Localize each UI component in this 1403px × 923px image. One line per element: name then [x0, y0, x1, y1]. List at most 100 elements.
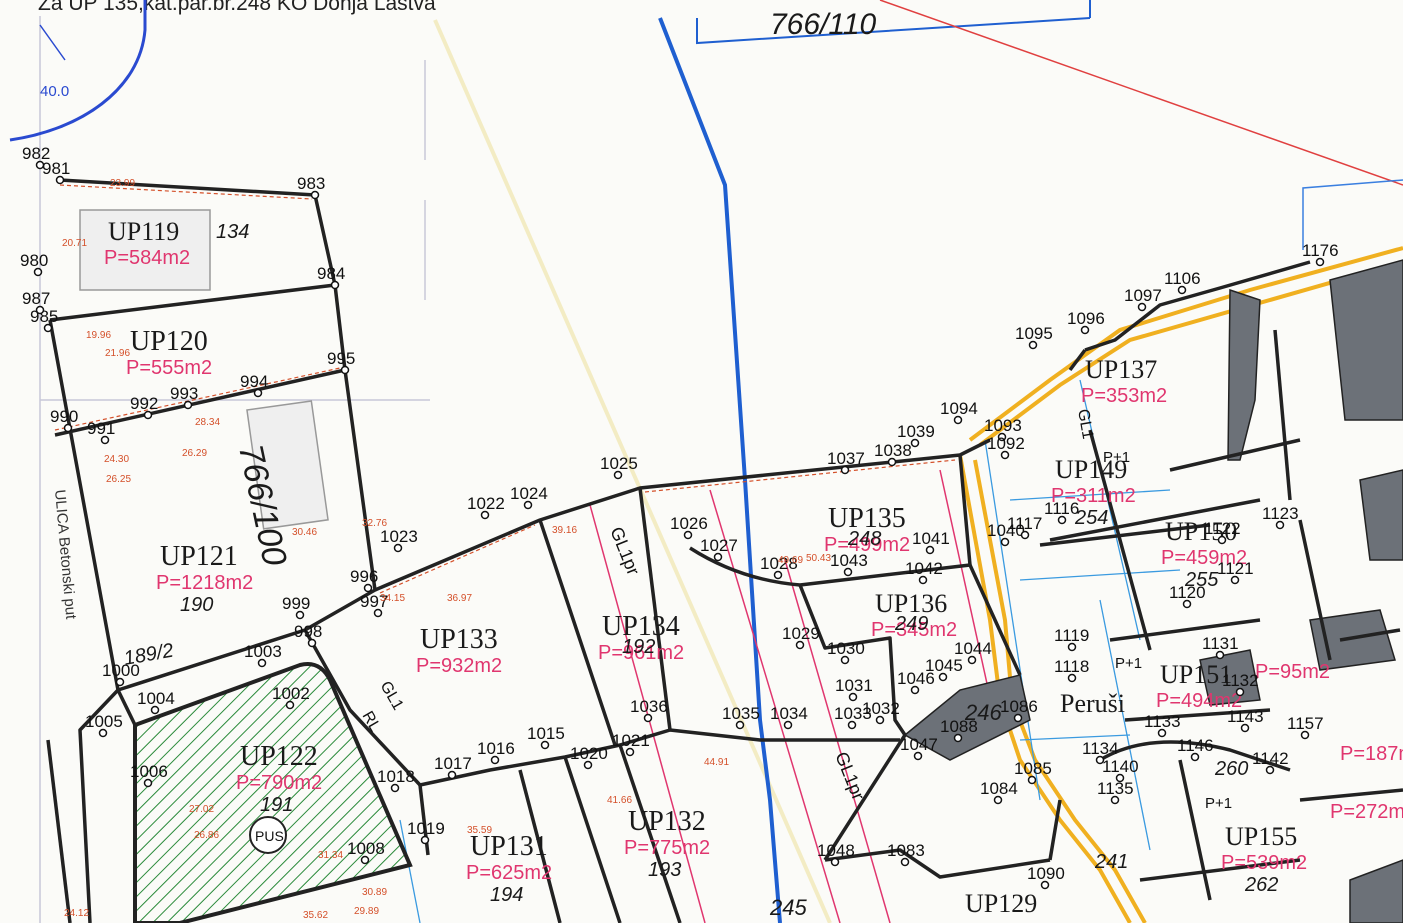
survey-point-995[interactable]: 995	[327, 349, 355, 375]
survey-point-1024[interactable]: 1024	[510, 484, 548, 510]
survey-point-1133[interactable]: 1133	[1144, 712, 1181, 738]
survey-point-1090[interactable]: 1090	[1027, 864, 1065, 890]
survey-point-1002[interactable]: 1002	[272, 684, 310, 710]
survey-point-1005[interactable]: 1005	[85, 712, 123, 738]
survey-point-1120[interactable]: 1120	[1169, 583, 1206, 609]
survey-point-1027[interactable]: 1027	[700, 536, 738, 562]
survey-point-1121[interactable]: 1121	[1217, 559, 1254, 585]
survey-point-1086[interactable]: 1086	[1000, 697, 1038, 723]
survey-point-1140[interactable]: 1140	[1102, 757, 1139, 783]
survey-point-1142[interactable]: 1142	[1252, 749, 1289, 775]
survey-point-1119[interactable]: 1119	[1054, 626, 1089, 652]
survey-point-1040[interactable]: 1040	[987, 521, 1025, 547]
survey-point-994[interactable]: 994	[240, 372, 268, 398]
survey-point-1046[interactable]: 1046	[897, 669, 935, 695]
survey-point-1019[interactable]: 1019	[407, 819, 445, 845]
survey-point-1023[interactable]: 1023	[380, 527, 418, 553]
survey-point-1028[interactable]: 1028	[760, 554, 798, 580]
survey-point-993[interactable]: 993	[170, 384, 198, 410]
survey-point-1132[interactable]: 1132	[1222, 671, 1259, 697]
survey-point-996[interactable]: 996	[350, 567, 378, 593]
survey-point-1041[interactable]: 1041	[912, 529, 950, 555]
survey-point-1131[interactable]: 1131	[1202, 634, 1239, 660]
survey-point-1035[interactable]: 1035	[722, 704, 760, 730]
survey-point-987[interactable]: 987	[22, 289, 50, 315]
survey-point-1020[interactable]: 1020	[570, 744, 608, 770]
survey-point-1096[interactable]: 1096	[1067, 309, 1105, 335]
parcel-up129[interactable]: UP129	[965, 889, 1037, 918]
survey-point-1015[interactable]: 1015	[527, 724, 565, 750]
survey-point-1018[interactable]: 1018	[377, 767, 415, 793]
survey-point-990[interactable]: 990	[50, 407, 78, 433]
survey-point-1031[interactable]: 1031	[835, 676, 873, 702]
survey-point-1042[interactable]: 1042	[905, 559, 943, 585]
survey-point-983[interactable]: 983	[297, 174, 325, 200]
survey-point-992[interactable]: 992	[130, 394, 158, 420]
survey-point-1029[interactable]: 1029	[782, 624, 820, 650]
survey-point-1021[interactable]: 1021	[612, 731, 650, 757]
survey-point-1084[interactable]: 1084	[980, 779, 1018, 805]
survey-point-1026[interactable]: 1026	[670, 514, 708, 540]
survey-point-1123[interactable]: 1123	[1262, 504, 1299, 530]
survey-point-982[interactable]: 982	[22, 144, 50, 170]
survey-point-1092[interactable]: 1092	[987, 434, 1025, 460]
survey-point-1032[interactable]: 1032	[862, 699, 900, 725]
survey-point-1033[interactable]: 1033	[834, 704, 872, 730]
survey-point-1097[interactable]: 1097	[1124, 286, 1162, 312]
survey-point-1118[interactable]: 1118	[1054, 657, 1089, 683]
survey-point-1037[interactable]: 1037	[827, 449, 865, 475]
survey-point-1034[interactable]: 1034	[770, 704, 808, 730]
survey-point-1088[interactable]: 1088	[940, 717, 978, 743]
survey-point-1047[interactable]: 1047	[900, 735, 938, 761]
survey-point-1143[interactable]: 1143	[1227, 707, 1264, 733]
survey-point-1030[interactable]: 1030	[827, 639, 865, 665]
survey-point-999[interactable]: 999	[282, 594, 310, 620]
survey-point-1117[interactable]: 1117	[1007, 514, 1042, 540]
survey-point-1004[interactable]: 1004	[137, 689, 175, 715]
survey-point-1106[interactable]: 1106	[1164, 269, 1201, 295]
survey-point-1003[interactable]: 1003	[244, 642, 282, 668]
survey-point-998[interactable]: 998	[294, 622, 322, 648]
survey-point-1000[interactable]: 1000	[102, 661, 140, 687]
survey-point-1176[interactable]: 1176	[1302, 241, 1339, 267]
survey-point-991[interactable]: 991	[87, 419, 115, 445]
survey-point-1006[interactable]: 1006	[130, 762, 168, 788]
survey-point-1048[interactable]: 1048	[817, 841, 855, 867]
survey-point-1116[interactable]: 1116	[1044, 499, 1079, 525]
survey-point-1038[interactable]: 1038	[874, 441, 912, 467]
survey-point-1157[interactable]: 1157	[1287, 714, 1324, 740]
survey-point-1017[interactable]: 1017	[434, 754, 472, 780]
survey-point-1044[interactable]: 1044	[954, 639, 992, 665]
survey-point-1135[interactable]: 1135	[1097, 779, 1134, 805]
survey-point-997[interactable]: 997	[360, 592, 388, 618]
survey-point-1022[interactable]: 1022	[467, 494, 505, 520]
survey-point-1045[interactable]: 1045	[925, 656, 963, 682]
survey-point-1093[interactable]: 1093	[984, 416, 1022, 442]
survey-point-980[interactable]: 980	[20, 251, 48, 277]
survey-point-1146[interactable]: 1146	[1177, 736, 1214, 762]
survey-point-984[interactable]: 984	[317, 264, 345, 290]
survey-point-1083[interactable]: 1083	[887, 841, 925, 867]
survey-point-1039[interactable]: 1039	[897, 422, 935, 448]
survey-point-1025[interactable]: 1025	[600, 454, 638, 480]
survey-point-1036[interactable]: 1036	[630, 697, 668, 723]
survey-point-981[interactable]: 981	[42, 159, 70, 185]
survey-point-1095[interactable]: 1095	[1015, 324, 1053, 350]
survey-point-1094[interactable]: 1094	[940, 399, 978, 425]
